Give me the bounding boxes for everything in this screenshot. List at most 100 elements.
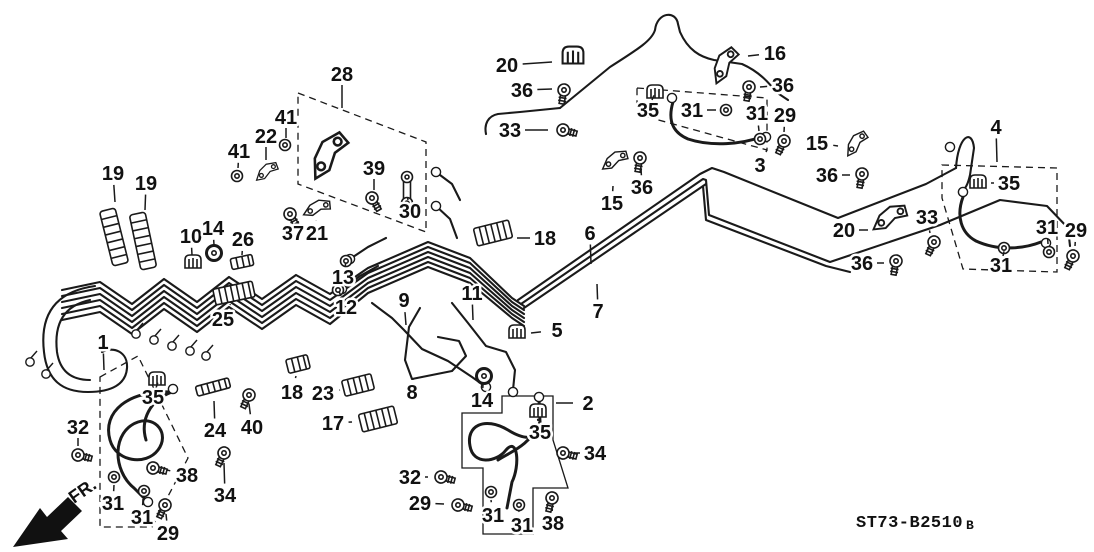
callout-part-31: 31 (511, 515, 533, 537)
callout-part-18: 18 (534, 228, 556, 250)
bolt-glyph-part-36 (742, 80, 756, 103)
block-glyph-part-17 (357, 405, 399, 433)
leader-line-part-31 (757, 125, 760, 132)
callout-part-31: 31 (102, 493, 124, 515)
leader-line-part-19 (113, 184, 116, 203)
callout-part-39: 39 (363, 158, 385, 180)
callout-part-41: 41 (228, 141, 250, 163)
nut-glyph-part-31 (1042, 245, 1056, 259)
callout-part-35: 35 (142, 387, 164, 409)
nut-glyph-part-31 (107, 470, 121, 484)
group-box-2 (461, 395, 569, 535)
bolt-glyph-part-29 (1063, 249, 1080, 271)
callout-part-29: 29 (774, 105, 796, 127)
callout-part-16: 16 (764, 43, 786, 65)
callout-part-4: 4 (990, 117, 1002, 139)
block-glyph-part-26 (229, 253, 255, 271)
callout-part-29: 29 (409, 493, 431, 515)
bolt-glyph-part-36 (557, 83, 571, 106)
callout-part-17: 17 (322, 413, 344, 435)
callout-part-29: 29 (1065, 220, 1087, 242)
leader-line-part-1 (102, 353, 105, 371)
bolt-glyph-part-32 (71, 448, 94, 463)
pipe-11 (450, 301, 517, 392)
callout-part-7: 7 (592, 301, 603, 323)
callout-part-33: 33 (916, 207, 938, 229)
leader-line-part-35 (651, 95, 655, 101)
callout-part-34: 34 (584, 443, 607, 465)
group-box-3 (636, 87, 768, 151)
group-box-4 (941, 164, 1058, 273)
bolt-glyph-part-29 (451, 498, 474, 513)
callout-part-32: 32 (399, 467, 421, 489)
grommet-glyph-part-14 (475, 367, 493, 385)
rear-pipe-line (519, 177, 1072, 306)
callout-part-10: 10 (180, 226, 202, 248)
callout-part-24: 24 (204, 420, 227, 442)
rear-pipe-line (522, 182, 852, 310)
union-fitting (944, 141, 956, 153)
union-fitting (666, 92, 678, 104)
rear-feed-pipe (954, 136, 976, 192)
callout-part-33: 33 (499, 120, 521, 142)
pipe-9 (370, 301, 488, 389)
strip-glyph-part-19 (99, 207, 129, 267)
manifold-loops (42, 284, 129, 394)
leader-line-part-4 (995, 138, 998, 163)
nut-glyph-part-31 (512, 498, 526, 512)
pipe-stub-b (434, 204, 459, 240)
bracket-glyph-part-20 (871, 204, 909, 231)
callout-part-13: 13 (332, 267, 354, 289)
callout-part-5: 5 (551, 320, 562, 342)
leader-lines (77, 54, 1077, 521)
fr-direction: FR. (13, 474, 100, 547)
callout-part-2: 2 (582, 393, 593, 415)
bolt-glyph-part-36 (889, 254, 903, 277)
bolt-glyph-part-40 (239, 388, 256, 410)
flare-nut (167, 341, 177, 351)
bolt-glyph-part-36 (855, 167, 869, 190)
callout-part-20: 20 (496, 55, 518, 77)
static-pipes (42, 13, 976, 394)
leader-line-part-34 (223, 462, 226, 484)
callout-part-12: 12 (335, 297, 357, 319)
bundle-line (60, 250, 526, 318)
flare-nut (25, 357, 35, 367)
callout-part-26: 26 (232, 229, 254, 251)
block-glyph-part-18 (472, 219, 514, 247)
leader-line-part-20 (522, 61, 553, 65)
callout-part-37: 37 (282, 223, 304, 245)
nut-glyph-part-31 (484, 485, 498, 499)
nut-glyph-part-41 (278, 138, 292, 152)
callout-part-25: 25 (212, 309, 234, 331)
bundle-line (60, 260, 526, 330)
leader-line-part-36 (759, 85, 768, 88)
leader-line-part-13 (344, 263, 347, 268)
bolt-glyph-part-29 (774, 134, 791, 156)
callout-part-36: 36 (851, 253, 873, 275)
leader-line-part-5 (530, 331, 542, 334)
part-code-suffix: B (966, 518, 974, 533)
callout-part-15: 15 (806, 133, 828, 155)
front-left-brake-hose (107, 390, 174, 502)
leader-line-part-16 (747, 54, 760, 57)
leader-line-part-15 (833, 144, 839, 147)
bolt-glyph-part-29 (155, 498, 172, 520)
bracket-glyph-part-16 (713, 46, 741, 86)
callout-part-40: 40 (241, 417, 263, 439)
link-glyph-part-30 (400, 170, 414, 210)
bracket-glyph-part-15 (601, 150, 629, 170)
top-pipe-left-end (484, 106, 562, 136)
bracket-glyph-part-15 (847, 130, 870, 158)
front-right-brake-hose-2 (496, 420, 542, 462)
callout-part-36: 36 (816, 165, 838, 187)
leader-line-part-29 (165, 513, 168, 521)
callout-part-1: 1 (97, 332, 108, 354)
callout-part-19: 19 (135, 173, 157, 195)
pipe-13-stub (348, 236, 388, 261)
callout-part-21: 21 (306, 223, 328, 245)
callout-part-14: 14 (202, 218, 225, 240)
callout-part-22: 22 (255, 126, 277, 148)
block-glyph-part-24 (194, 377, 232, 397)
